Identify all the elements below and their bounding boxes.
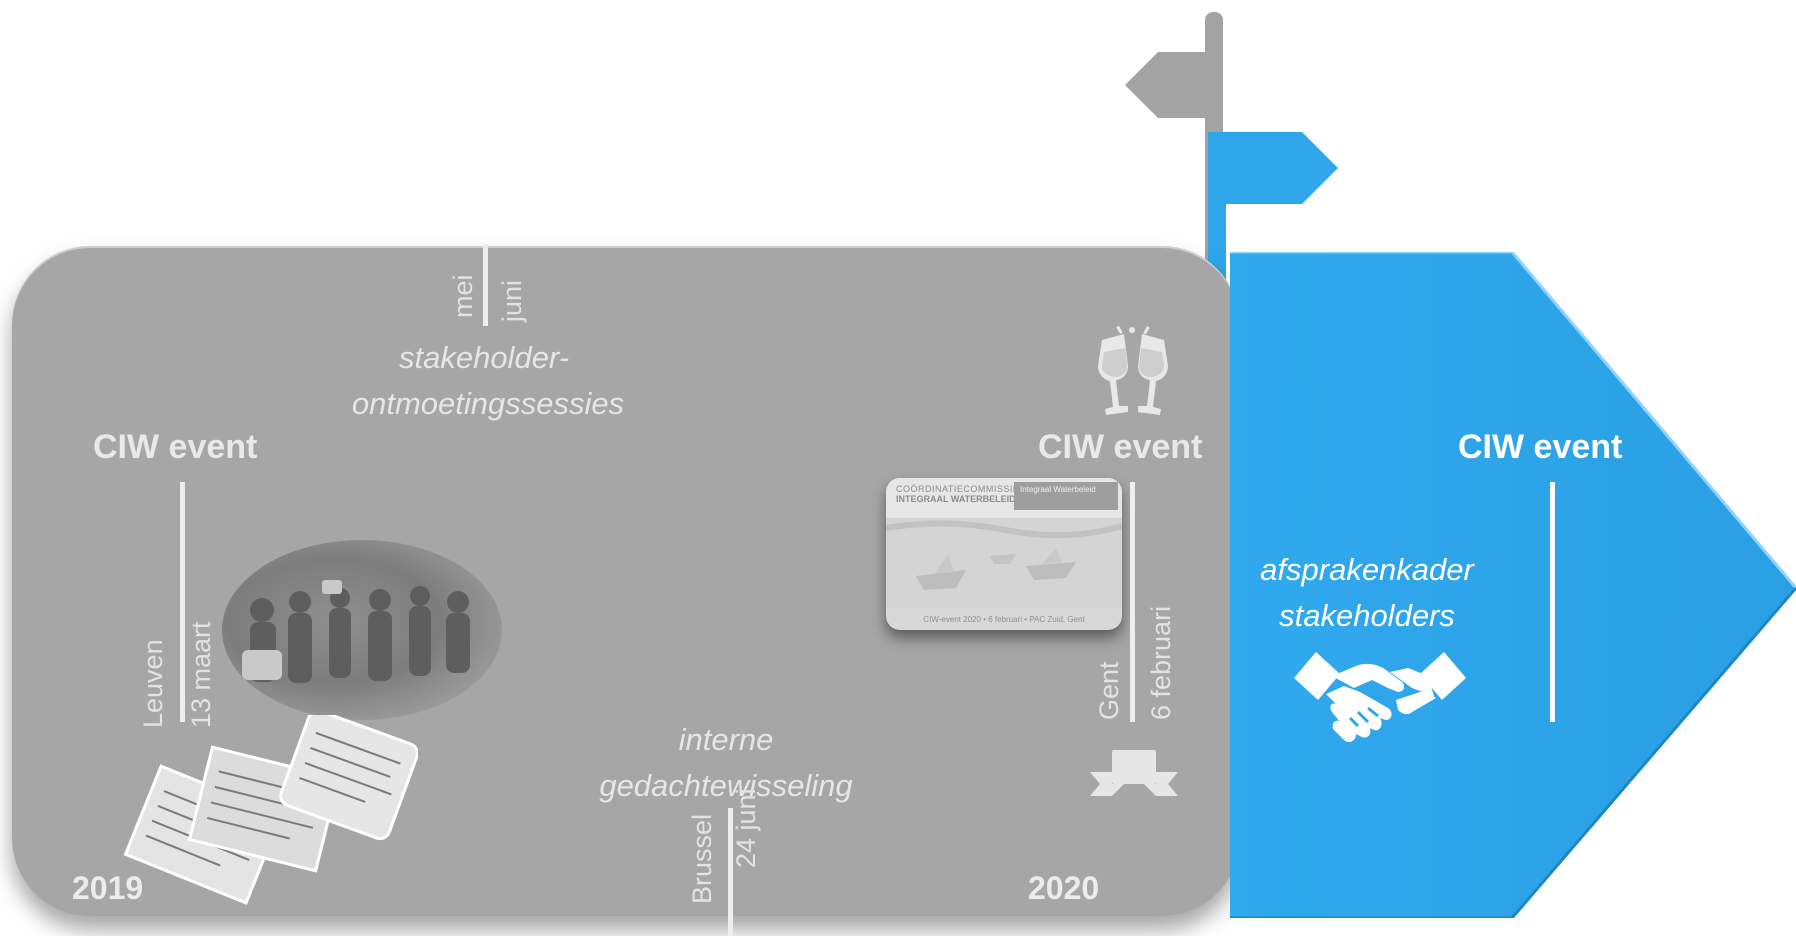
year-start: 2019 [72,870,144,906]
card-title-line2: INTEGRAAL WATERBELEID [896,494,1016,504]
interne-label-line1: interne [678,722,774,757]
future-arrow [1230,252,1796,918]
juni-label: juni [497,279,527,322]
handshake-icon [1294,652,1466,742]
sticky-notes-image [123,715,418,905]
year-end: 2020 [1028,870,1100,906]
brussel-label: Brussel [687,813,717,904]
ciw-event-2019-line [180,482,185,722]
afsprakenkader-line2: stakeholders [1279,598,1455,633]
ciw-event-2020-line [1130,482,1135,722]
signpost-icon [1125,12,1338,284]
gent-label: Gent [1094,661,1124,720]
card-header: COÖRDINATIECOMMISSIE INTEGRAAL WATERBELE… [886,478,1122,518]
ciw-event-2019-title: CIW event [93,428,258,466]
invitation-card-image: COÖRDINATIECOMMISSIE INTEGRAAL WATERBELE… [886,478,1122,630]
mei-juni-marker [483,244,488,326]
brussel-marker [728,808,733,936]
interne-label-line2: gedachtewisseling [599,768,853,803]
card-footer: CIW-event 2020 • 6 februari • PAC Zuid, … [923,615,1085,624]
paper-boats-illustration [886,518,1122,608]
gent-date: 6 februari [1146,605,1176,720]
event-photo [222,540,502,720]
card-tag: Integraal Waterbeleid [1014,482,1118,510]
stakeholder-label-line2: ontmoetingssessies [351,386,625,421]
champagne-toast-icon [1098,326,1168,415]
ciw-event-future-line [1550,482,1555,722]
brussel-date: 24 juni [731,788,761,868]
ciw-event-2020-title: CIW event [1038,428,1203,466]
mei-label: mei [448,274,478,318]
card-title-line1: COÖRDINATIECOMMISSIE [896,484,1020,494]
stakeholder-label-line1: stakeholder- [398,340,570,375]
ciw-event-future-title: CIW event [1458,428,1623,466]
afsprakenkader-line1: afsprakenkader [1260,552,1474,587]
ribbon-banner-icon [1090,750,1178,796]
leuven-date: 13 maart [186,621,216,728]
